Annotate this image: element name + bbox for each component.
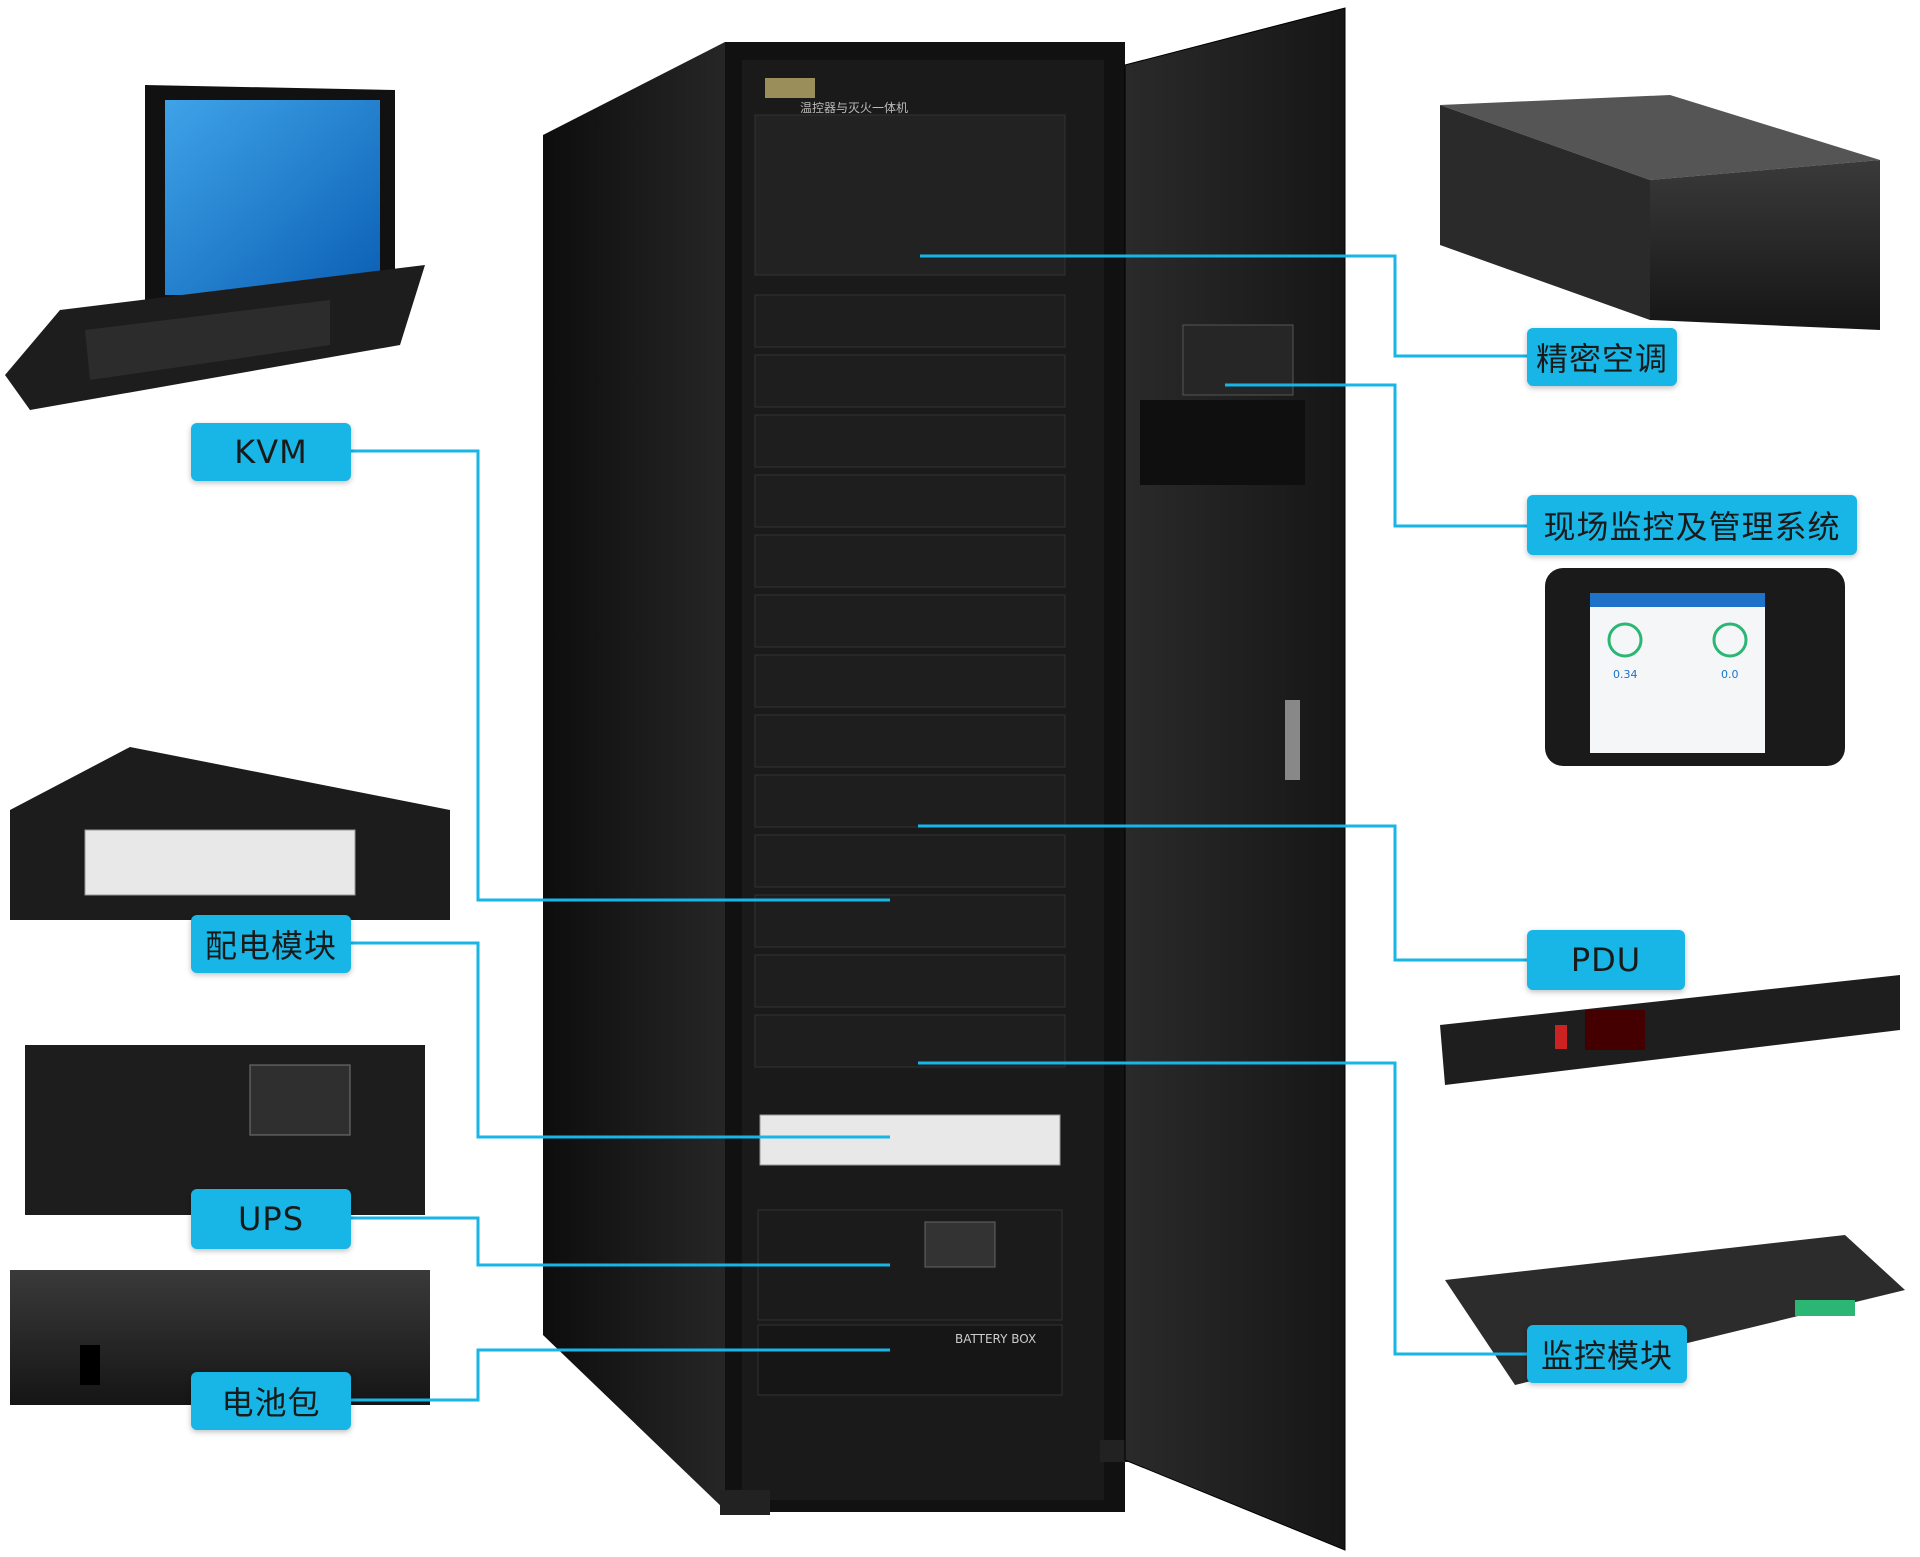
door-monitor-unit [1182,324,1294,396]
cabinet-ac-unit [754,114,1066,276]
touch-screen-image: 0.34 0.0 [1545,568,1845,766]
power-distribution-image [10,747,450,920]
callout-line-power-distribution [350,941,890,1139]
label-monitoring-system: 现场监控及管理系统 [1527,495,1857,555]
touch-readout-left: 0.34 [1613,668,1638,681]
cabinet-top-bracket [765,78,815,98]
pdm-breakers [84,829,356,896]
precision-ac-image [1440,95,1880,330]
callout-line-kvm [350,449,890,902]
door-handle [1285,700,1300,780]
rack-cabinet: 温控器与灭火一体机 BATTERY BOX [543,7,1346,1551]
touch-readout-right: 0.0 [1721,668,1739,681]
rack-distribution-module [759,1114,1061,1166]
label-pdu: PDU [1527,930,1685,990]
blank-panels [754,294,1066,1068]
pdu-display [1585,1010,1645,1050]
rack-ups-display [924,1221,996,1268]
callout-line-precision-ac [920,254,1530,358]
ups-display [249,1064,351,1136]
label-monitor-module: 监控模块 [1527,1325,1687,1383]
ac-unit-text: 温控器与灭火一体机 [800,101,908,115]
kvm-device-image [5,85,425,410]
label-battery-pack: 电池包 [191,1372,351,1430]
cabinet-side-panel [543,42,725,1510]
pdu-switch [1555,1025,1567,1049]
callout-line-ups [350,1216,890,1267]
callout-line-battery-pack [350,1348,890,1402]
battery-handle [80,1345,100,1385]
cabinet-door [1124,7,1346,1551]
ups-image [25,1045,425,1215]
label-ups: UPS [191,1189,351,1249]
pdu-image [1440,975,1900,1085]
callout-line-pdu [918,824,1530,962]
label-precision-ac: 精密空调 [1527,328,1677,386]
monitor-terminal-block [1795,1300,1855,1316]
kvm-keyboard [85,300,330,380]
callout-line-monitoring-system [1225,383,1530,528]
label-kvm: KVM [191,423,351,481]
label-power-distribution: 配电模块 [191,915,351,973]
touch-screen-display [1590,593,1765,753]
battery-box-text: BATTERY BOX [955,1332,1036,1346]
kvm-screen [165,100,380,295]
door-screen-bracket [1140,400,1305,485]
cabinet-foot [720,1490,770,1515]
rack-battery-box [757,1324,1063,1396]
callout-lines [350,254,1530,1402]
callout-line-monitor-module [918,1061,1530,1356]
